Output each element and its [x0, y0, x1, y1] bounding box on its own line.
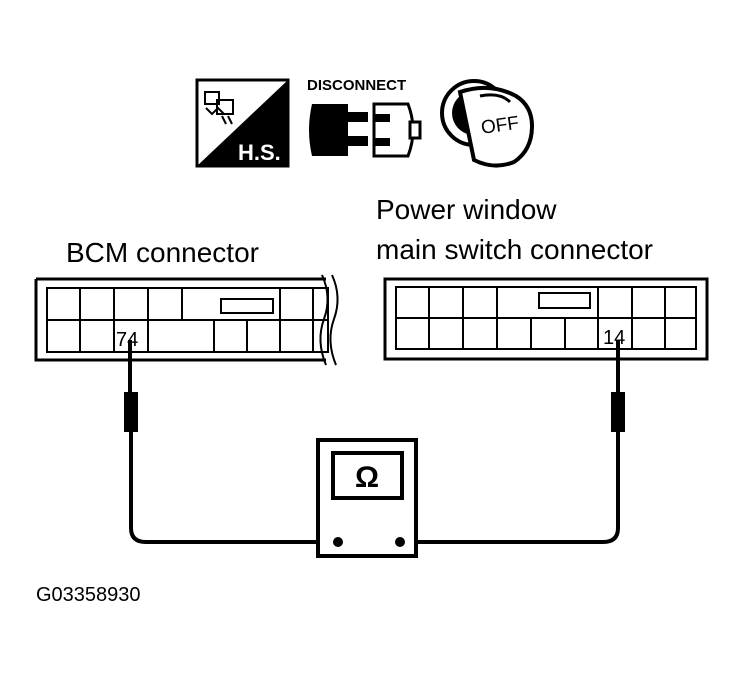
bcm-terminal-74: 74 [116, 329, 138, 351]
right-test-lead [400, 340, 625, 544]
off-icon-text: OFF [480, 113, 521, 139]
ohm-icon: Ω [355, 461, 379, 494]
power-window-label-line2: main switch connector [376, 234, 653, 265]
power-window-label-line1: Power window [376, 194, 557, 225]
ohmmeter: Ω [316, 438, 418, 558]
meter-positive-terminal [395, 537, 405, 547]
harness-side-icon: H.S. [195, 78, 290, 168]
ignition-key-off-icon: OFF [440, 79, 535, 168]
disconnect-icon-text: DISCONNECT [307, 77, 406, 94]
disconnect-icon: DISCONNECT [307, 77, 422, 158]
power-window-connector [383, 277, 709, 361]
figure-id: G03358930 [36, 584, 141, 606]
hs-icon-text: H.S. [238, 140, 281, 165]
bcm-connector-label: BCM connector [66, 237, 259, 268]
power-window-terminal-14: 14 [603, 327, 625, 349]
left-test-lead [124, 340, 338, 544]
bcm-connector [34, 274, 339, 366]
meter-negative-terminal [333, 537, 343, 547]
